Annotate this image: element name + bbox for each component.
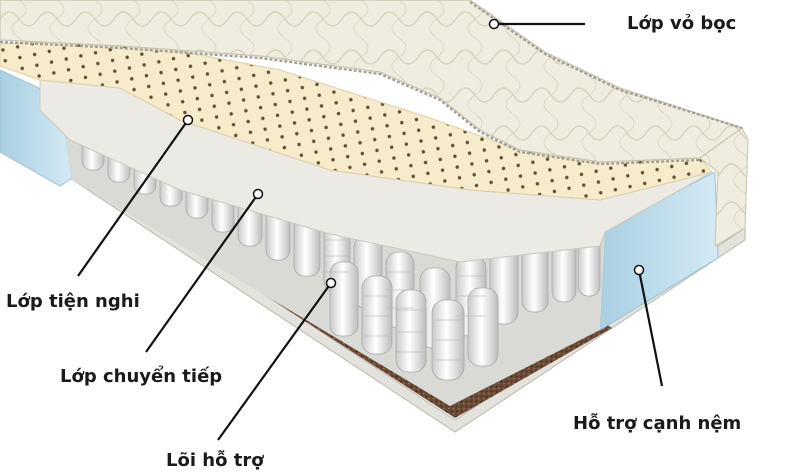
label-transition-layer: Lớp chuyển tiếp bbox=[60, 368, 222, 386]
label-support-core: Lõi hỗ trợ bbox=[166, 452, 264, 470]
callout-dot bbox=[635, 266, 644, 275]
callout-dot bbox=[184, 116, 193, 125]
callout-dot bbox=[254, 190, 263, 199]
label-edge-support: Hỗ trợ cạnh nệm bbox=[573, 415, 741, 433]
label-cover-layer: Lớp vỏ bọc bbox=[627, 15, 736, 33]
label-comfort-layer: Lớp tiện nghi bbox=[6, 293, 140, 311]
callout-dot bbox=[490, 20, 499, 29]
callout-dot bbox=[327, 279, 336, 288]
